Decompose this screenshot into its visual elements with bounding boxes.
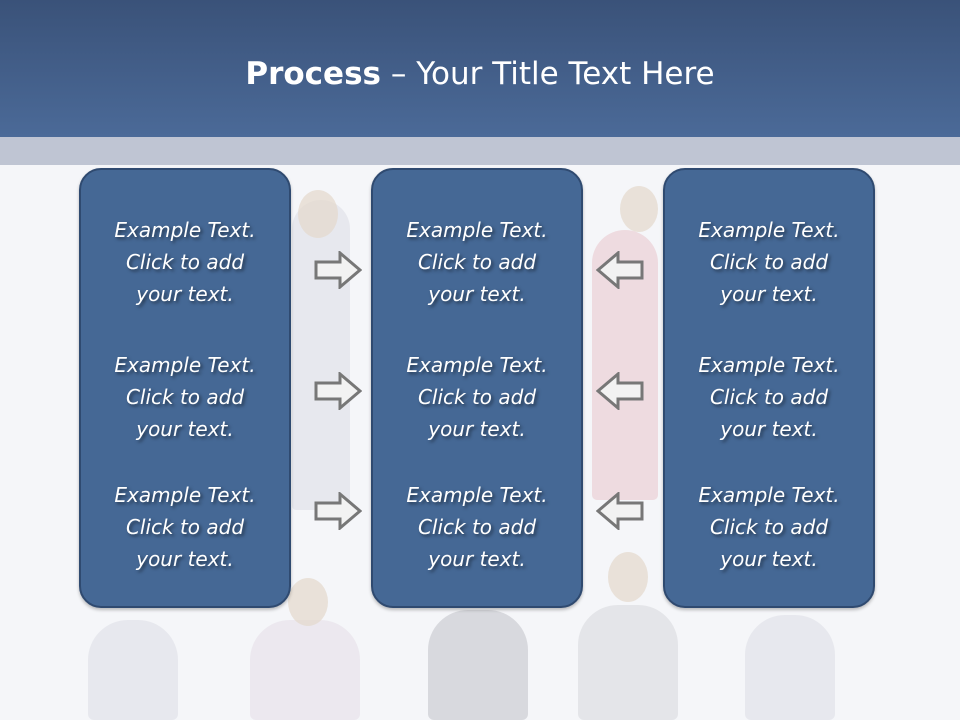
left-arrow-icon[interactable]	[596, 492, 644, 530]
text-placeholder[interactable]: Example Text. Click to add your text.	[698, 218, 840, 306]
process-column-3: Example Text. Click to add your text. Ex…	[663, 168, 875, 608]
title-bold: Process	[245, 56, 381, 92]
text-placeholder[interactable]: Example Text. Click to add your text.	[698, 483, 840, 571]
right-arrow-icon[interactable]	[314, 492, 362, 530]
title-bar: Process – Your Title Text Here	[0, 0, 960, 137]
right-arrow-icon[interactable]	[314, 251, 362, 289]
text-placeholder[interactable]: Example Text. Click to add your text.	[114, 218, 256, 306]
text-placeholder[interactable]: Example Text. Click to add your text.	[698, 353, 840, 441]
text-placeholder[interactable]: Example Text. Click to add your text.	[406, 483, 548, 571]
process-column-2: Example Text. Click to add your text. Ex…	[371, 168, 583, 608]
text-placeholder[interactable]: Example Text. Click to add your text.	[114, 483, 256, 571]
text-placeholder[interactable]: Example Text. Click to add your text.	[406, 218, 548, 306]
slide-title[interactable]: Process – Your Title Text Here	[0, 52, 960, 96]
header-strip	[0, 137, 960, 165]
text-placeholder[interactable]: Example Text. Click to add your text.	[114, 353, 256, 441]
process-column-1: Example Text. Click to add your text. Ex…	[79, 168, 291, 608]
left-arrow-icon[interactable]	[596, 251, 644, 289]
left-arrow-icon[interactable]	[596, 372, 644, 410]
title-rest: – Your Title Text Here	[381, 56, 715, 92]
right-arrow-icon[interactable]	[314, 372, 362, 410]
text-placeholder[interactable]: Example Text. Click to add your text.	[406, 353, 548, 441]
